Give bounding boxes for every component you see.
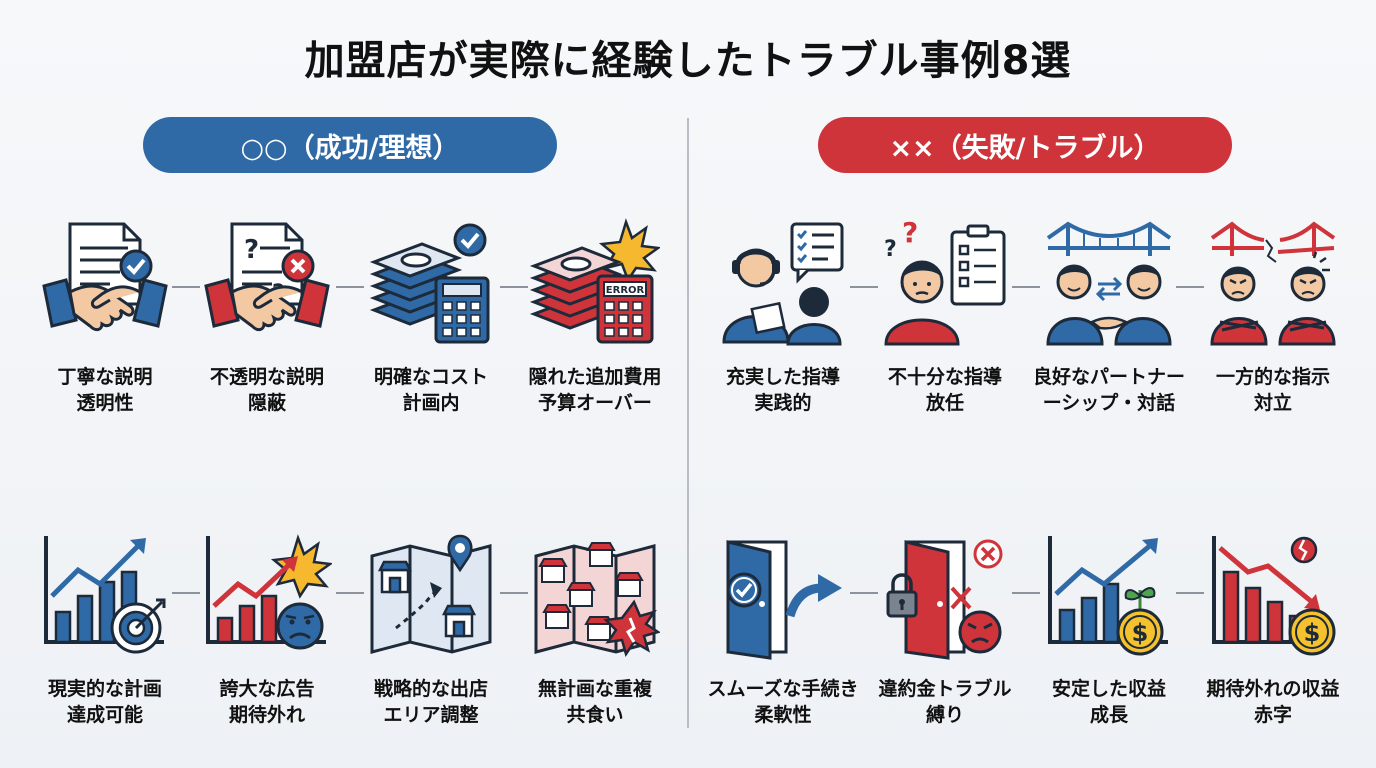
connector [1176,592,1204,594]
handshake-document-cross-icon: ? ? [202,218,332,348]
label-s5: 現実的な計画達成可能 [47,678,162,726]
label-s3: 充実した指導実践的 [725,366,840,414]
connector [1012,592,1040,594]
label-f8: 期待外れの収益赤字 [1206,678,1340,726]
connector [500,286,528,288]
svg-text:?: ? [884,237,897,262]
failure-header: ××（失敗/トラブル） [818,117,1232,173]
label-s1: 丁寧な説明透明性 [57,366,153,414]
connector [1176,286,1204,288]
locked-door-angry-icon [880,532,1010,662]
label-f5: 誇大な広告期待外れ [219,678,315,726]
dollar-sign: $ [1132,619,1149,647]
label-s8: 安定した収益成長 [1051,678,1166,726]
label-s7: スムーズな手続き柔軟性 [707,678,859,726]
dollar-sign: $ [1304,619,1321,647]
label-s2: 明確なコスト計画内 [373,366,488,414]
headset-instructor-icon [718,218,848,348]
label-f4: 一方的な指示対立 [1215,366,1330,414]
connector [850,592,878,594]
connector [1012,286,1040,288]
connector [336,592,364,594]
connector [850,286,878,288]
label-s6: 戦略的な出店エリア調整 [373,678,488,726]
growth-chart-target-icon [40,532,170,662]
declining-chart-coin-icon: $ [1208,532,1338,662]
label-f6: 無計画な重複共食い [537,678,652,726]
connector [172,286,200,288]
bridge-partnership-icon [1044,218,1174,348]
open-door-exit-icon [718,532,848,662]
connector [500,592,528,594]
money-calculator-check-icon [366,218,496,348]
label-f3: 不十分な指導放任 [887,366,1002,414]
success-header: ○○（成功/理想） [143,117,557,173]
svg-text:?: ? [244,235,259,265]
handshake-document-check-icon [40,218,170,348]
broken-bridge-conflict-icon [1208,218,1338,348]
label-s4: 良好なパートナーーシップ・対話 [1032,366,1185,414]
overlapping-stores-map-icon [530,532,660,662]
hype-chart-sad-icon [202,532,332,662]
connector [336,286,364,288]
center-divider [687,118,689,728]
money-error-explosion-icon: ERROR [530,218,660,348]
error-text: ERROR [606,285,645,296]
label-f1: 不透明な説明隠蔽 [209,366,324,414]
svg-text:?: ? [902,218,918,249]
connector [172,592,200,594]
confused-person-checklist-icon: ? ? [880,218,1010,348]
page-title: 加盟店が実際に経験したトラブル事例8選 [304,38,1072,84]
label-f2: 隠れた追加費用予算オーバー [528,366,662,414]
strategic-map-icon [366,532,496,662]
label-f7: 違約金トラブル縛り [878,678,1012,726]
stable-growth-coin-icon: $ [1044,532,1174,662]
